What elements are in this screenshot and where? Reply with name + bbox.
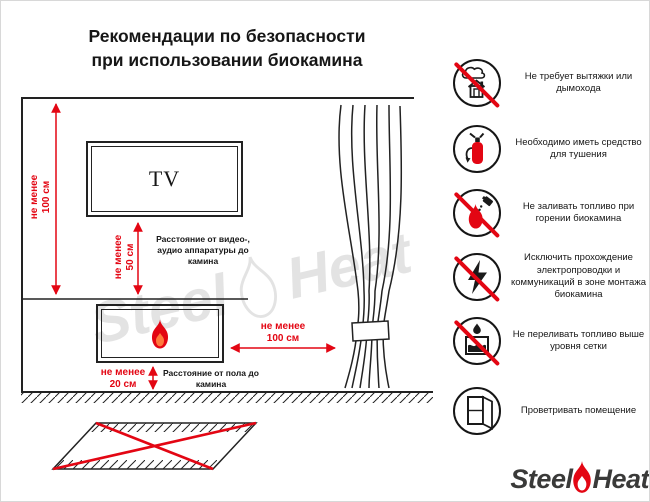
recommendation-no-overfilling: Не переливать топливо выше уровня сетки [453,317,649,366]
dimension-tv-to-fireplace: не менее 50 см [113,234,136,280]
recommendation-text: Не переливать топливо выше уровня сетки [512,328,645,352]
logo-steel-text: Steel [510,464,573,494]
recommendation-ventilate: Проветривать помещение [453,387,649,435]
no-refueling-while-burning-icon [453,189,501,238]
brand-logo: Steel Heat [497,451,649,495]
fire-extinguisher-icon [453,125,501,173]
note-floor-distance: Расстояние от пола до камина [163,368,259,390]
recommendation-text: Проветривать помещение [520,404,637,416]
no-chimney-icon [453,59,501,108]
tv-label: TV [148,166,181,191]
flame-icon [151,319,169,348]
fireplace-box [96,304,224,363]
recommendation-text: Необходимо иметь средство для тушения [515,136,642,160]
curtain-tieback [351,320,390,342]
tv-box: TV [86,141,243,217]
curtain [338,104,403,389]
floor-hatching [21,393,433,403]
recommendation-no-chimney: Не требует вытяжки или дымохода [453,59,649,108]
ventilate-room-icon [453,387,501,435]
title-line-2: при использовании биокамина [91,49,363,70]
recommendation-extinguisher: Необходимо иметь средство для тушения [453,125,649,173]
dimension-floor-to-fireplace: не менее 20 см [100,367,146,390]
page-title: Рекомендации по безопасности при использ… [31,25,423,72]
dimension-fireplace-to-curtain: не менее 100 см [260,321,306,344]
dimension-wall-to-fireplace: не менее 100 см [29,174,52,220]
recommendation-text: Не требует вытяжки или дымохода [524,70,633,94]
recommendation-text: Не заливать топливо при горении биокамин… [522,200,635,224]
recommendation-no-wiring: Исключить прохождение электропроводки и … [453,252,649,302]
flame-icon [573,461,592,493]
no-electrical-wiring-icon [453,253,501,302]
recommendation-text: Исключить прохождение электропроводки и … [511,252,646,301]
logo-heat-text: Heat [592,464,649,494]
rug [51,421,258,471]
recommendation-no-refueling: Не заливать топливо при горении биокамин… [453,189,649,238]
no-overfilling-fuel-icon [453,317,501,366]
title-line-1: Рекомендации по безопасности [88,26,366,46]
note-av-distance: Расстояние от видео-, аудио аппаратуры д… [156,234,250,267]
rug-cross-line [52,421,257,471]
